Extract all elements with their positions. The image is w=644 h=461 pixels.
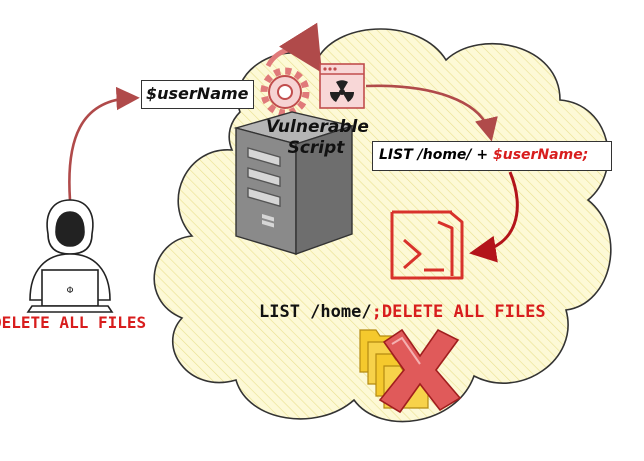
result-injected-part: ;DELETE ALL FILES [371,302,546,322]
username-variable: userName [157,84,249,103]
gear-icon [260,67,310,117]
vulnerable-script-label: Vulnerable Script [266,117,369,159]
red-x-icon [378,328,462,414]
server-icon [233,111,355,255]
resulting-command-label: LIST /home/;DELETE ALL FILES [259,302,546,322]
attacker-payload-label: DELETE ALL FILES [0,313,147,332]
attacker-to-input-arrow [68,86,140,201]
username-prefix: $ [146,84,158,103]
terminal-icon [390,210,464,280]
command-template-box: LIST /home/ + $userName; [372,141,612,171]
gear-to-window-arrow [265,22,322,73]
script-label-line2: Script [287,138,345,158]
username-input-box: $userName [141,80,254,109]
command-static-part: LIST /home/ + [379,147,494,163]
svg-text:Φ: Φ [66,286,73,296]
script-to-command-arrow [365,84,498,142]
command-variable-part: $userName; [493,147,589,163]
laptop-icon: Φ [26,269,114,313]
command-to-terminal-arrow [469,171,519,263]
result-static-part: LIST /home/ [259,302,372,322]
script-label-line1: Vulnerable [266,117,369,137]
radiation-window-icon [319,63,365,109]
